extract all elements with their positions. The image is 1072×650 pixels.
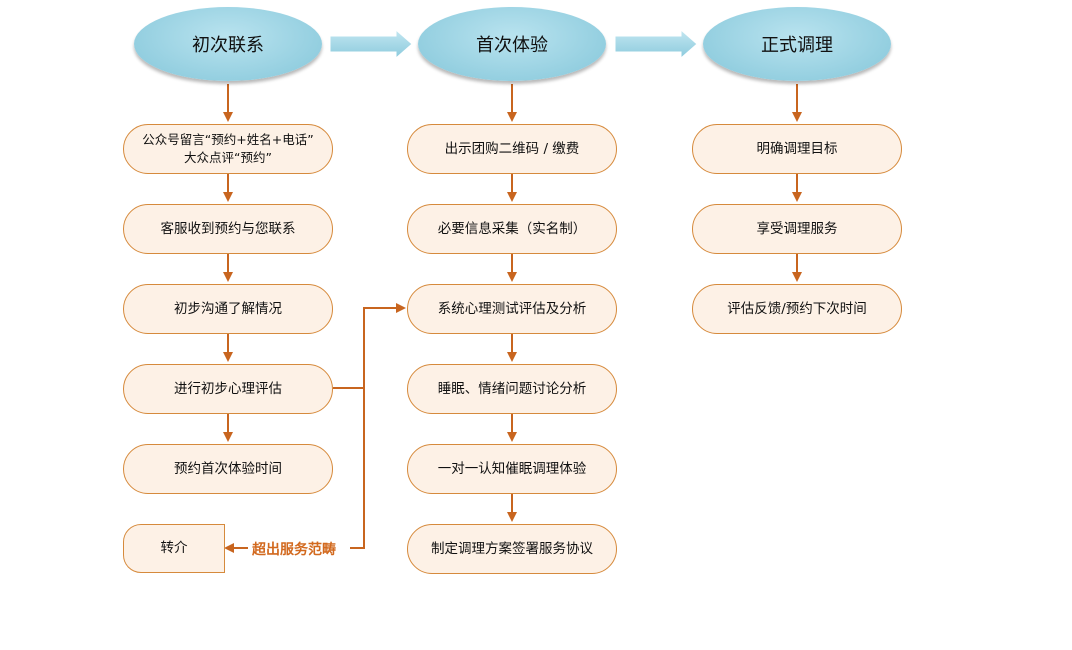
step-booking-message-line1: 公众号留言“预约+姓名+电话”: [142, 131, 314, 147]
step-enjoy-service-label: 享受调理服务: [756, 220, 838, 237]
header-first-experience-label: 首次体验: [476, 35, 548, 56]
step-service-contacts-label: 客服收到预约与您联系: [160, 220, 296, 237]
step-feedback-next-booking: 评估反馈/预约下次时间: [692, 284, 902, 334]
step-service-contacts: 客服收到预约与您联系: [123, 204, 333, 254]
step-book-first-experience: 预约首次体验时间: [123, 444, 333, 494]
step-feedback-next-booking-label: 评估反馈/预约下次时间: [727, 300, 867, 317]
step-show-qr-payment-label: 出示团购二维码 / 缴费: [444, 140, 580, 157]
step-clarify-goals: 明确调理目标: [692, 124, 902, 174]
header-first-experience: 首次体验: [418, 7, 606, 81]
step-sleep-emotion-discussion-label: 睡眠、情绪问题讨论分析: [437, 380, 587, 397]
step-system-psych-test: 系统心理测试评估及分析: [407, 284, 617, 334]
connector-branch-to-system-test: [363, 303, 406, 388]
step-booking-message: 公众号留言“预约+姓名+电话” 大众点评“预约”: [123, 124, 333, 174]
step-plan-agreement: 制定调理方案签署服务协议: [407, 524, 617, 574]
step-show-qr-payment: 出示团购二维码 / 缴费: [407, 124, 617, 174]
step-initial-assessment-label: 进行初步心理评估: [174, 380, 282, 397]
step-hypnosis-experience-label: 一对一认知催眠调理体验: [437, 460, 587, 477]
branch-label-out-of-scope: 超出服务范畴: [252, 542, 336, 558]
step-initial-talk-label: 初步沟通了解情况: [174, 300, 282, 317]
step-referral: 转介: [123, 524, 225, 573]
header-formal-therapy-label: 正式调理: [761, 35, 833, 56]
step-hypnosis-experience: 一对一认知催眠调理体验: [407, 444, 617, 494]
step-referral-label: 转介: [160, 540, 188, 557]
header-formal-therapy: 正式调理: [703, 7, 891, 81]
big-arrow-contact-to-experience: [329, 28, 413, 60]
header-initial-contact: 初次联系: [134, 7, 322, 81]
connector-branch-to-referral: [350, 388, 365, 549]
step-sleep-emotion-discussion: 睡眠、情绪问题讨论分析: [407, 364, 617, 414]
header-initial-contact-label: 初次联系: [192, 35, 264, 56]
step-system-psych-test-label: 系统心理测试评估及分析: [437, 300, 587, 317]
step-booking-message-line2: 大众点评“预约”: [184, 150, 272, 165]
step-info-collection: 必要信息采集（实名制）: [407, 204, 617, 254]
step-initial-talk: 初步沟通了解情况: [123, 284, 333, 334]
step-clarify-goals-label: 明确调理目标: [756, 140, 838, 157]
step-initial-assessment: 进行初步心理评估: [123, 364, 333, 414]
step-book-first-experience-label: 预约首次体验时间: [174, 460, 282, 477]
step-enjoy-service: 享受调理服务: [692, 204, 902, 254]
step-plan-agreement-label: 制定调理方案签署服务协议: [431, 540, 593, 557]
step-info-collection-label: 必要信息采集（实名制）: [437, 220, 587, 237]
big-arrow-experience-to-formal: [614, 28, 698, 60]
